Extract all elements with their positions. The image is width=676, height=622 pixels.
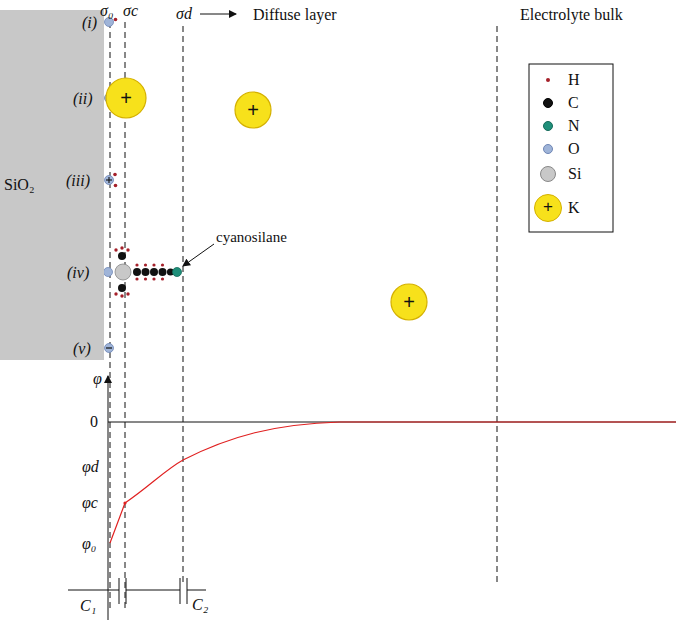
surface-charge: σ₀ [100,2,113,20]
site-label: (ii) [73,90,93,108]
axis-label: φ [93,370,102,388]
site-label: (iii) [66,172,90,190]
potential-label: φc [82,494,98,512]
potential-label: φd [82,458,99,476]
leader-line [183,244,214,266]
legend-swatch [540,166,556,182]
direction-arrow [200,14,236,15]
legend-text: N [568,117,580,135]
region-label: Diffuse layer [253,6,337,24]
legend-swatch [543,144,553,154]
potential-axis [108,376,109,620]
region-label: Electrolyte bulk [520,6,623,24]
site-label: (iv) [67,264,89,282]
legend-swatch [543,98,553,108]
legend-text: Si [568,165,581,183]
potassium-ion: + [390,283,428,321]
surface-atoms [104,18,182,353]
capacitance-label: C₂ [192,596,208,614]
potassium-ion: + [105,77,147,119]
legend-text: K [568,199,580,217]
callout-label: cyanosilane [216,229,287,246]
region-label: SiO₂ [4,177,34,193]
surface-charge: σc [123,2,138,20]
potassium-ion: + [234,91,272,129]
potential-label: φ₀ [82,535,96,553]
boundary-lines [110,22,497,612]
site-label: (i) [82,14,97,32]
ion-charge: + [120,88,132,108]
legend-charge: + [543,198,553,217]
legend-text: C [568,94,579,112]
ion-charge: + [403,292,415,312]
ion-charge: + [247,100,259,120]
potential-curve [110,422,676,543]
legend-text: O [568,140,580,158]
site-label: (v) [73,340,91,358]
legend-swatch [543,121,553,131]
surface-charge: σd [176,5,192,23]
legend-text: H [568,71,580,89]
capacitance-label: C₁ [80,597,96,615]
axis-label: 0 [90,413,98,431]
legend-frame [529,64,613,232]
